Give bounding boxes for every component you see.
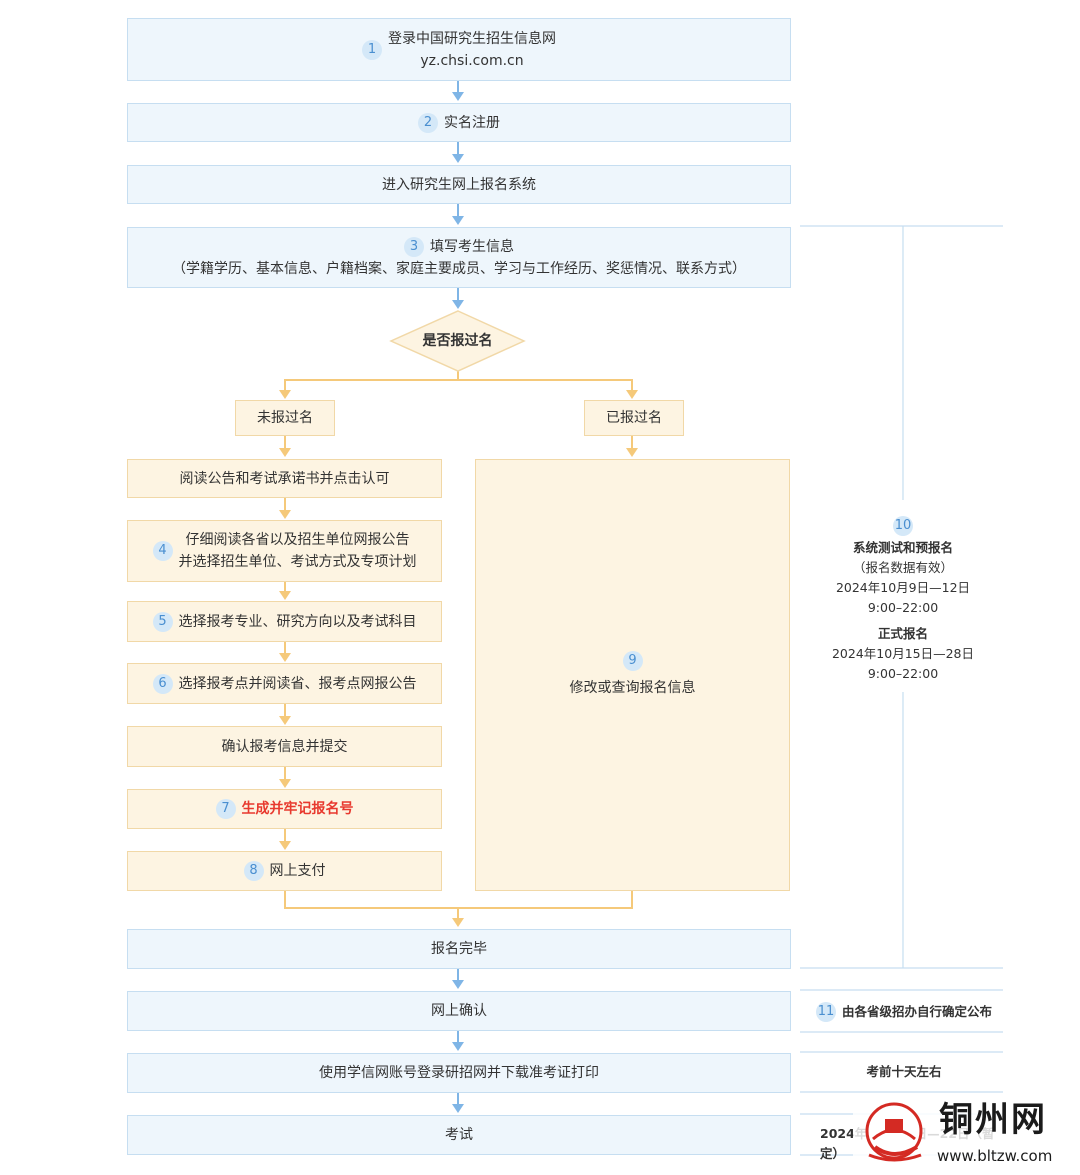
step-select-unit: 4 仔细阅读各省以及招生单位网报公告 并选择招生单位、考试方式及专项计划 — [127, 520, 442, 582]
decision-label: 是否报过名 — [391, 330, 524, 352]
step-login: 1 登录中国研究生招生信息网 yz.chsi.com.cn — [127, 18, 791, 81]
orange-arrowheads — [279, 390, 638, 927]
step-number-badge: 4 — [152, 541, 173, 561]
pre-registration-time: 9:00–22:00 — [867, 600, 939, 615]
step-register-text: 实名注册 — [444, 114, 500, 131]
step-login-text: 登录中国研究生招生信息网 — [388, 30, 556, 47]
decision-text: 是否报过名 — [422, 333, 493, 349]
step-fill-info: 3 填写考生信息 （学籍学历、基本信息、户籍档案、家庭主要成员、学习与工作经历、… — [127, 227, 791, 288]
step-read-notice-text: 阅读公告和考试承诺书并点击认可 — [179, 470, 390, 487]
step-number-badge: 2 — [418, 112, 438, 133]
step-exam: 考试 — [127, 1115, 791, 1155]
step-enter-system: 进入研究生网上报名系统 — [127, 165, 791, 204]
step-number-badge: 11 — [815, 1002, 836, 1022]
step-online-confirm: 网上确认 — [127, 991, 791, 1031]
step-registration-number: 7 生成并牢记报名号 — [127, 789, 442, 829]
step-enter-system-text: 进入研究生网上报名系统 — [382, 176, 536, 193]
step-modify-query-text: 修改或查询报名信息 — [569, 680, 696, 696]
timeline-online-confirm: 11 由各省级招办自行确定公布 — [806, 1000, 1002, 1024]
step-number-badge: 3 — [404, 236, 424, 257]
step-select-site: 6 选择报考点并阅读省、报考点网报公告 — [127, 663, 442, 704]
watermark-url: www.bltzw.com — [937, 1147, 1053, 1165]
branch-registered: 已报过名 — [584, 400, 684, 436]
step-select-major: 5 选择报考专业、研究方向以及考试科目 — [127, 601, 442, 642]
step-complete: 报名完毕 — [127, 929, 791, 969]
timeline-print-ticket: 考前十天左右 — [806, 1062, 1002, 1084]
print-time-text: 考前十天左右 — [866, 1064, 942, 1079]
pre-registration-note: （报名数据有效） — [852, 560, 953, 575]
step-complete-text: 报名完毕 — [431, 941, 487, 957]
watermark-name: 铜州网 — [939, 1100, 1047, 1140]
step-registration-number-text: 生成并牢记报名号 — [241, 801, 354, 817]
step-confirm-submit: 确认报考信息并提交 — [127, 726, 442, 767]
website-url: yz.chsi.com.cn — [420, 52, 524, 69]
decision-diamond — [389, 310, 526, 372]
online-confirm-time-text: 由各省级招办自行确定公布 — [841, 1004, 992, 1019]
step-print-ticket-text: 使用学信网账号登录研招网并下载准考证打印 — [319, 1065, 599, 1081]
step-select-major-text: 选择报考专业、研究方向以及考试科目 — [178, 613, 417, 630]
step-number-badge: 6 — [152, 673, 173, 694]
step-register: 2 实名注册 — [127, 103, 791, 142]
step-print-ticket: 使用学信网账号登录研招网并下载准考证打印 — [127, 1053, 791, 1093]
step-select-unit-line1: 仔细阅读各省以及招生单位网报公告 — [185, 532, 410, 548]
step-select-site-text: 选择报考点并阅读省、报考点网报公告 — [178, 675, 417, 692]
step-exam-text: 考试 — [445, 1127, 473, 1143]
formal-registration-time: 9:00–22:00 — [867, 666, 939, 681]
timeline-registration-period: 10 系统测试和预报名 （报名数据有效） 2024年10月9日—12日 9:00… — [820, 516, 986, 692]
step-number-badge: 8 — [243, 861, 264, 881]
branch-not-registered: 未报过名 — [235, 400, 335, 436]
watermark-logo-icon — [865, 1102, 923, 1162]
watermark: 铜州网 www.bltzw.com — [853, 1096, 1075, 1171]
step-fill-info-detail: （学籍学历、基本信息、户籍档案、家庭主要成员、学习与工作经历、奖惩情况、联系方式… — [172, 260, 746, 277]
step-number-badge: 9 — [622, 651, 643, 671]
pre-registration-title: 系统测试和预报名 — [852, 540, 953, 555]
formal-registration-date: 2024年10月15日—28日 — [831, 646, 975, 661]
step-number-badge: 7 — [215, 799, 236, 819]
step-number-badge: 1 — [362, 39, 382, 60]
step-select-unit-line2: 并选择招生单位、考试方式及专项计划 — [178, 554, 417, 570]
orange-lines — [284, 370, 633, 918]
step-confirm-submit-text: 确认报考信息并提交 — [221, 738, 348, 755]
step-online-payment-text: 网上支付 — [269, 863, 326, 879]
step-read-notice: 阅读公告和考试承诺书并点击认可 — [127, 459, 442, 498]
step-online-payment: 8 网上支付 — [127, 851, 442, 891]
blue-arrows — [452, 81, 464, 1113]
step-number-badge: 10 — [893, 516, 913, 536]
formal-registration-title: 正式报名 — [877, 626, 928, 641]
step-online-confirm-text: 网上确认 — [431, 1003, 487, 1019]
step-number-badge: 5 — [152, 611, 173, 632]
step-modify-query: 9 修改或查询报名信息 — [475, 459, 790, 891]
branch-registered-text: 已报过名 — [606, 410, 662, 426]
branch-not-registered-text: 未报过名 — [257, 410, 313, 426]
step-fill-info-title: 填写考生信息 — [430, 238, 514, 255]
pre-registration-date: 2024年10月9日—12日 — [835, 580, 971, 595]
